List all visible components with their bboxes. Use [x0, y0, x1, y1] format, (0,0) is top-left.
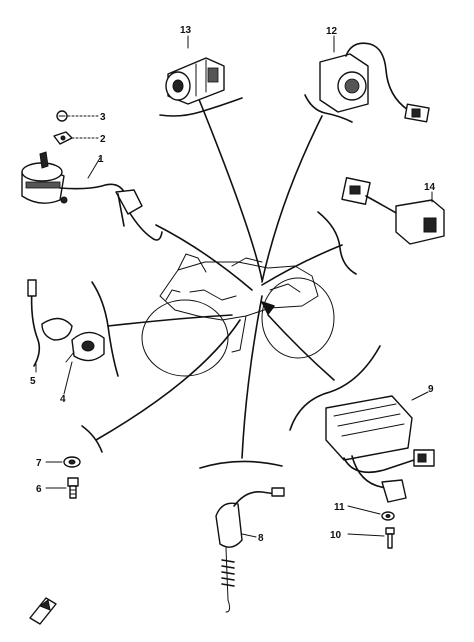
- wiring-harness-lines: [95, 91, 343, 459]
- switch-part-4: [65, 331, 105, 363]
- callout-number: 10: [330, 530, 342, 541]
- callout-number: 5: [30, 376, 36, 387]
- main-switch-part-1: [21, 151, 143, 227]
- callout-number: 4: [60, 394, 66, 405]
- screw-part-3: [56, 110, 99, 122]
- callout-number: 8: [258, 533, 264, 544]
- group-brackets: [81, 94, 381, 469]
- flasher-relay-part-13: [165, 57, 225, 105]
- callout-labels: 1 2 3 4 5 6 7 8 9 10 11 12 13 14: [30, 25, 436, 544]
- callout-number: 2: [100, 134, 106, 145]
- callout-leaders: [35, 35, 433, 538]
- callout-number: 6: [36, 484, 42, 495]
- callout-number: 11: [334, 502, 345, 513]
- callout-number: 9: [428, 384, 434, 395]
- regulator-part-9: [325, 395, 435, 503]
- bolt-part-6: [67, 477, 79, 499]
- front-direction-icon: [29, 597, 57, 625]
- callout-number: 3: [100, 112, 106, 123]
- callout-number: 13: [180, 25, 192, 36]
- sensor-lead-part-5: [27, 279, 73, 367]
- plug-cap-part-8: [215, 487, 285, 613]
- callout-number: 12: [326, 26, 338, 37]
- motorcycle-silhouette: [141, 253, 335, 377]
- washer-part-2: [53, 131, 99, 145]
- washer-part-11: [381, 511, 395, 521]
- grommet-part-7: [63, 456, 81, 468]
- callout-number: 7: [36, 458, 42, 469]
- bolt-part-10: [385, 527, 395, 549]
- relay-part-12: [319, 42, 430, 123]
- callout-number: 1: [98, 154, 104, 165]
- connector-module-part-14: [341, 177, 445, 245]
- callout-number: 14: [424, 182, 436, 193]
